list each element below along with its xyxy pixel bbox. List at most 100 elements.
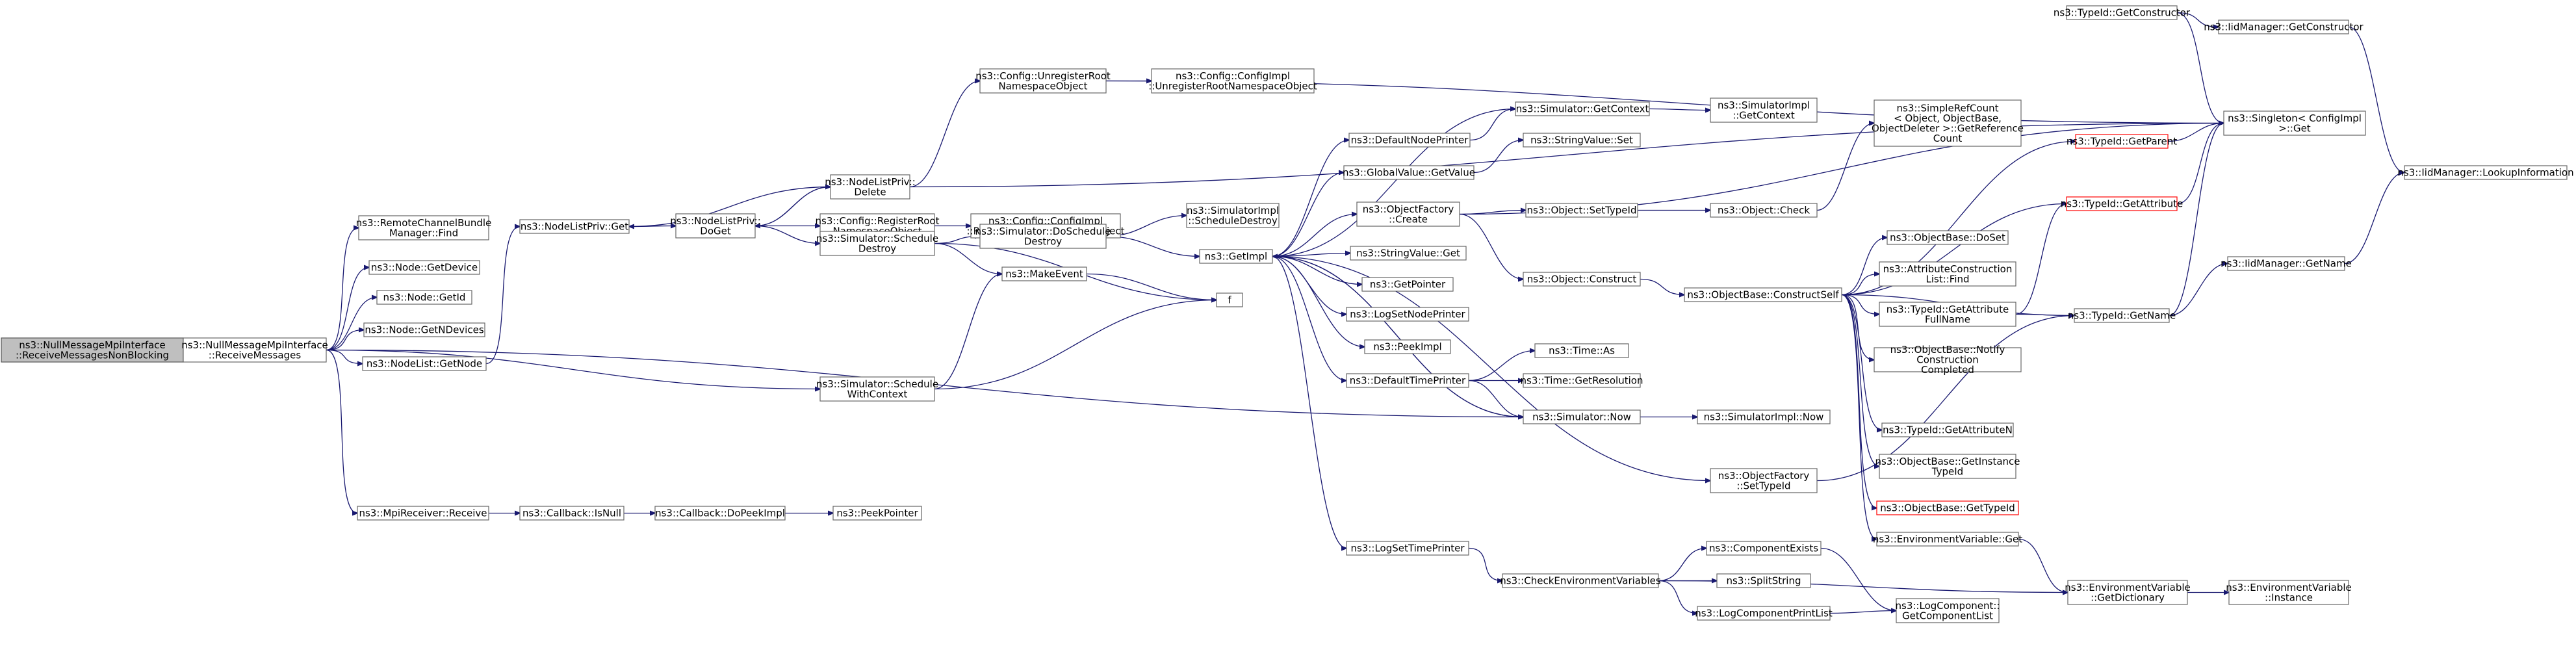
- node-box: [1364, 339, 1451, 354]
- node-box: [1876, 532, 2019, 547]
- node-type-id-get-name[interactable]: ns3::TypeId::GetName: [2068, 308, 2176, 323]
- node-type-id-get-parent[interactable]: ns3::TypeId::GetParent: [2067, 134, 2177, 149]
- node-label: NamespaceObject: [998, 80, 1087, 92]
- node-type-id-get-attribute-n[interactable]: ns3::TypeId::GetAttributeN: [1881, 422, 2014, 437]
- node-peek-pointer[interactable]: ns3::PeekPointer: [832, 506, 922, 521]
- node-object-factory-create[interactable]: ns3::ObjectFactory::Create: [1356, 201, 1460, 227]
- node-box: [1523, 373, 1641, 388]
- node-box: [1881, 422, 2014, 437]
- edge-get-impl-to-default-time-printer: [1272, 255, 1346, 381]
- node-callback-do-peek-impl[interactable]: ns3::Callback::DoPeekImpl: [654, 506, 786, 521]
- node-object-check[interactable]: ns3::Object::Check: [1710, 203, 1818, 218]
- node-label: ::ScheduleDestroy: [1188, 214, 1278, 226]
- node-env-var-get-dictionary[interactable]: ns3::EnvironmentVariable::GetDictionary: [2065, 580, 2191, 605]
- node-root[interactable]: ns3::NullMessageMpiInterface::ReceiveMes…: [1, 337, 184, 363]
- edge-check-env-vars-to-component-exists: [1658, 549, 1707, 582]
- node-node-get-ndevices[interactable]: ns3::Node::GetNDevices: [363, 322, 485, 337]
- node-box: [1523, 133, 1641, 148]
- edge-type-id-get-parent-to-singleton-get: [2167, 123, 2224, 142]
- node-box: [1350, 246, 1467, 261]
- node-config-impl-unregister[interactable]: ns3::Config::ConfigImpl::UnregisterRootN…: [1148, 68, 1317, 94]
- node-object-construct[interactable]: ns3::Object::Construct: [1523, 272, 1641, 287]
- node-singleton-get[interactable]: ns3::Singleton< ConfigImpl>::Get: [2223, 110, 2366, 136]
- node-sim-now[interactable]: ns3::Simulator::Now: [1523, 409, 1641, 424]
- node-box: [1879, 261, 2016, 287]
- node-receive-messages[interactable]: ns3::NullMessageMpiInterface::ReceiveMes…: [181, 337, 328, 363]
- node-type-id-get-attribute[interactable]: ns3::TypeId::GetAttribute: [2061, 196, 2183, 211]
- edge-receive-messages-to-node-list-get-node: [326, 349, 363, 364]
- node-string-value-set[interactable]: ns3::StringValue::Set: [1523, 133, 1641, 148]
- edge-default-time-printer-to-time-as: [1468, 351, 1535, 382]
- node-callback-is-null[interactable]: ns3::Callback::IsNull: [519, 506, 625, 521]
- node-default-node-printer[interactable]: ns3::DefaultNodePrinter: [1348, 133, 1471, 148]
- node-nlp-do-get[interactable]: ns3::NodeListPriv::DoGet: [670, 213, 761, 239]
- node-get-impl[interactable]: ns3::GetImpl: [1199, 249, 1273, 264]
- node-iid-get-name[interactable]: ns3::IidManager::GetName: [2221, 256, 2352, 271]
- node-get-component-list[interactable]: ns3::LogComponent::GetComponentList: [1896, 598, 2000, 623]
- node-nlp-delete[interactable]: ns3::NodeListPriv::Delete: [825, 174, 916, 200]
- node-object-base-do-set[interactable]: ns3::ObjectBase::DoSet: [1887, 230, 2009, 245]
- node-mpi-receive[interactable]: ns3::MpiReceiver::Receive: [357, 506, 489, 521]
- node-iid-lookup-information[interactable]: ns3::IidManager::LookupInformation: [2397, 165, 2574, 180]
- node-label: Destroy: [1024, 235, 1062, 247]
- node-box: [1887, 230, 2009, 245]
- node-time-get-resolution[interactable]: ns3::Time::GetResolution: [1521, 373, 1643, 388]
- node-get-pointer[interactable]: ns3::GetPointer: [1361, 277, 1454, 292]
- node-peek-impl[interactable]: ns3::PeekImpl: [1364, 339, 1451, 354]
- node-label: ns3::Config::ConfigImpl: [988, 215, 1103, 227]
- node-simple-ref-count[interactable]: ns3::SimpleRefCount< Object, ObjectBase,…: [1872, 99, 2024, 147]
- node-object-factory-set-type-id[interactable]: ns3::ObjectFactory::SetTypeId: [1710, 468, 1818, 493]
- node-label: Destroy: [858, 242, 896, 254]
- node-iid-get-constructor[interactable]: ns3::IidManager::GetConstructor: [2204, 19, 2364, 34]
- node-label: ns3::MakeEvent: [1005, 268, 1083, 280]
- node-make-event[interactable]: ns3::MakeEvent: [1001, 266, 1087, 281]
- node-log-set-time-printer[interactable]: ns3::LogSetTimePrinter: [1346, 541, 1469, 556]
- node-box: [1199, 249, 1273, 264]
- call-nodes: ns3::NullMessageMpiInterface::ReceiveMes…: [1, 5, 2574, 623]
- node-label: ns3::RemoteChannelBundle: [356, 217, 492, 229]
- node-node-get-id[interactable]: ns3::Node::GetId: [376, 290, 472, 305]
- node-label: ns3::IidManager::LookupInformation: [2397, 167, 2573, 179]
- node-time-as[interactable]: ns3::Time::As: [1534, 343, 1629, 358]
- node-env-var-get[interactable]: ns3::EnvironmentVariable::Get: [1873, 532, 2022, 547]
- node-object-base-construct-self[interactable]: ns3::ObjectBase::ConstructSelf: [1684, 287, 1842, 302]
- node-sim-impl-schedule-destroy[interactable]: ns3::SimulatorImpl::ScheduleDestroy: [1186, 203, 1280, 228]
- node-box: [519, 506, 625, 521]
- node-log-set-node-printer[interactable]: ns3::LogSetNodePrinter: [1346, 307, 1469, 322]
- node-label: ns3::TypeId::GetAttribute: [2061, 198, 2183, 210]
- node-component-exists[interactable]: ns3::ComponentExists: [1706, 541, 1822, 556]
- node-label: ns3::DefaultNodePrinter: [1351, 135, 1469, 146]
- node-global-value-get-value[interactable]: ns3::GlobalValue::GetValue: [1343, 165, 1475, 180]
- node-label: f: [1228, 294, 1231, 306]
- node-box: [2227, 256, 2345, 271]
- node-string-value-get[interactable]: ns3::StringValue::Get: [1350, 246, 1467, 261]
- node-env-var-instance[interactable]: ns3::EnvironmentVariable::Instance: [2226, 580, 2352, 605]
- node-node-get-device[interactable]: ns3::Node::GetDevice: [368, 260, 480, 275]
- edge-type-id-get-constructor-to-singleton-get: [2176, 12, 2224, 123]
- node-split-string[interactable]: ns3::SplitString: [1716, 573, 1811, 588]
- node-sim-get-context[interactable]: ns3::Simulator::GetContext: [1515, 101, 1650, 116]
- node-object-set-type-id[interactable]: ns3::Object::SetTypeId: [1525, 203, 1638, 218]
- node-label: ns3::Simulator::Schedule: [816, 378, 938, 390]
- node-label: ns3::ObjectBase::GetInstance: [1875, 456, 2020, 467]
- node-sim-impl-get-context[interactable]: ns3::SimulatorImpl::GetContext: [1710, 97, 1818, 123]
- node-node-list-get-node[interactable]: ns3::NodeList::GetNode: [362, 356, 487, 371]
- node-notify-construction-completed[interactable]: ns3::ObjectBase::NotifyConstructionCompl…: [1874, 344, 2022, 376]
- node-default-time-printer[interactable]: ns3::DefaultTimePrinter: [1346, 373, 1469, 388]
- node-check-env-vars[interactable]: ns3::CheckEnvironmentVariables: [1500, 573, 1661, 588]
- node-sim-impl-now[interactable]: ns3::SimulatorImpl::Now: [1697, 409, 1831, 424]
- node-nlp-get[interactable]: ns3::NodeListPriv::Get: [519, 219, 630, 234]
- node-log-component-print-list[interactable]: ns3::LogComponentPrintList: [1695, 606, 1833, 621]
- node-object-base-get-type-id[interactable]: ns3::ObjectBase::GetTypeId: [1876, 500, 2019, 515]
- node-f[interactable]: f: [1216, 292, 1243, 307]
- node-type-id-get-constructor[interactable]: ns3::TypeId::GetConstructor: [2054, 5, 2191, 20]
- node-box: [1879, 454, 2016, 479]
- node-unregister-root[interactable]: ns3::Config::UnregisterRootNamespaceObje…: [975, 68, 1111, 94]
- node-sim-schedule-destroy[interactable]: ns3::Simulator::ScheduleDestroy: [816, 231, 938, 256]
